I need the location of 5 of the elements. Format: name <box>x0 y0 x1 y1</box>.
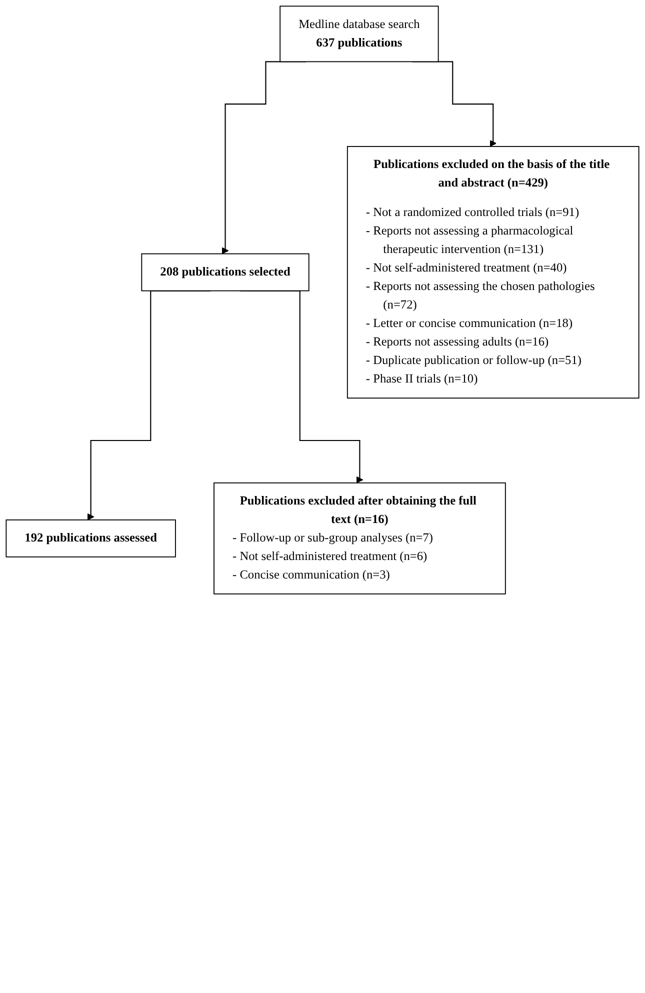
node-box: Medline database search 637 publications <box>280 6 439 62</box>
node-box: 208 publications selected <box>141 253 310 292</box>
node-box: 192 publications assessed <box>6 519 176 558</box>
node-box: Publications excluded after obtaining the full text (n=16) - Follow-up or sub-group analyses (n=7) - Not self-administered treatment (n=6) - Concise communication (n=3) <box>214 482 506 594</box>
node-box: Publications excluded on the basis of the title and abstract (n=429) - Not a randomized controlled trials (n=91) - Reports not assessing a pharmacological therapeutic intervention (n=131) - Not self-administered treatment (n=40) - Reports not assessing the chosen pathologies (n=72) - Letter or concise communication (n=18) - Reports not assessing adults (n=16) - Duplicate publication or follow-up (n=51) - Phase II trials (n=10) <box>346 146 640 399</box>
